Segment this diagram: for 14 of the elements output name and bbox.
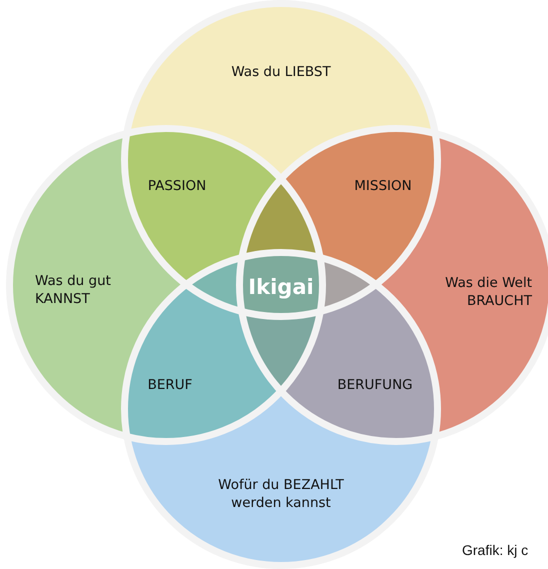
credit-text: Grafik: kj c	[462, 542, 528, 558]
circle-label: Was du gut KANNST	[35, 272, 112, 308]
overlap-label: MISSION	[354, 177, 412, 195]
overlap-label: BERUF	[148, 376, 192, 394]
circle-label: Wofür du BEZAHLT werden kannst	[217, 476, 345, 512]
venn-circle	[236, 125, 548, 445]
venn-circle	[6, 125, 326, 445]
venn-circle	[121, 249, 441, 569]
overlap-label: PASSION	[148, 177, 206, 195]
circle-label: Was die Welt BRAUCHT	[444, 274, 532, 310]
circle-label: Was du LIEBST	[230, 63, 332, 81]
venn-circle	[121, 0, 441, 320]
center-label: Ikigai	[248, 274, 314, 300]
overlap-label: BERUFUNG	[337, 376, 413, 394]
